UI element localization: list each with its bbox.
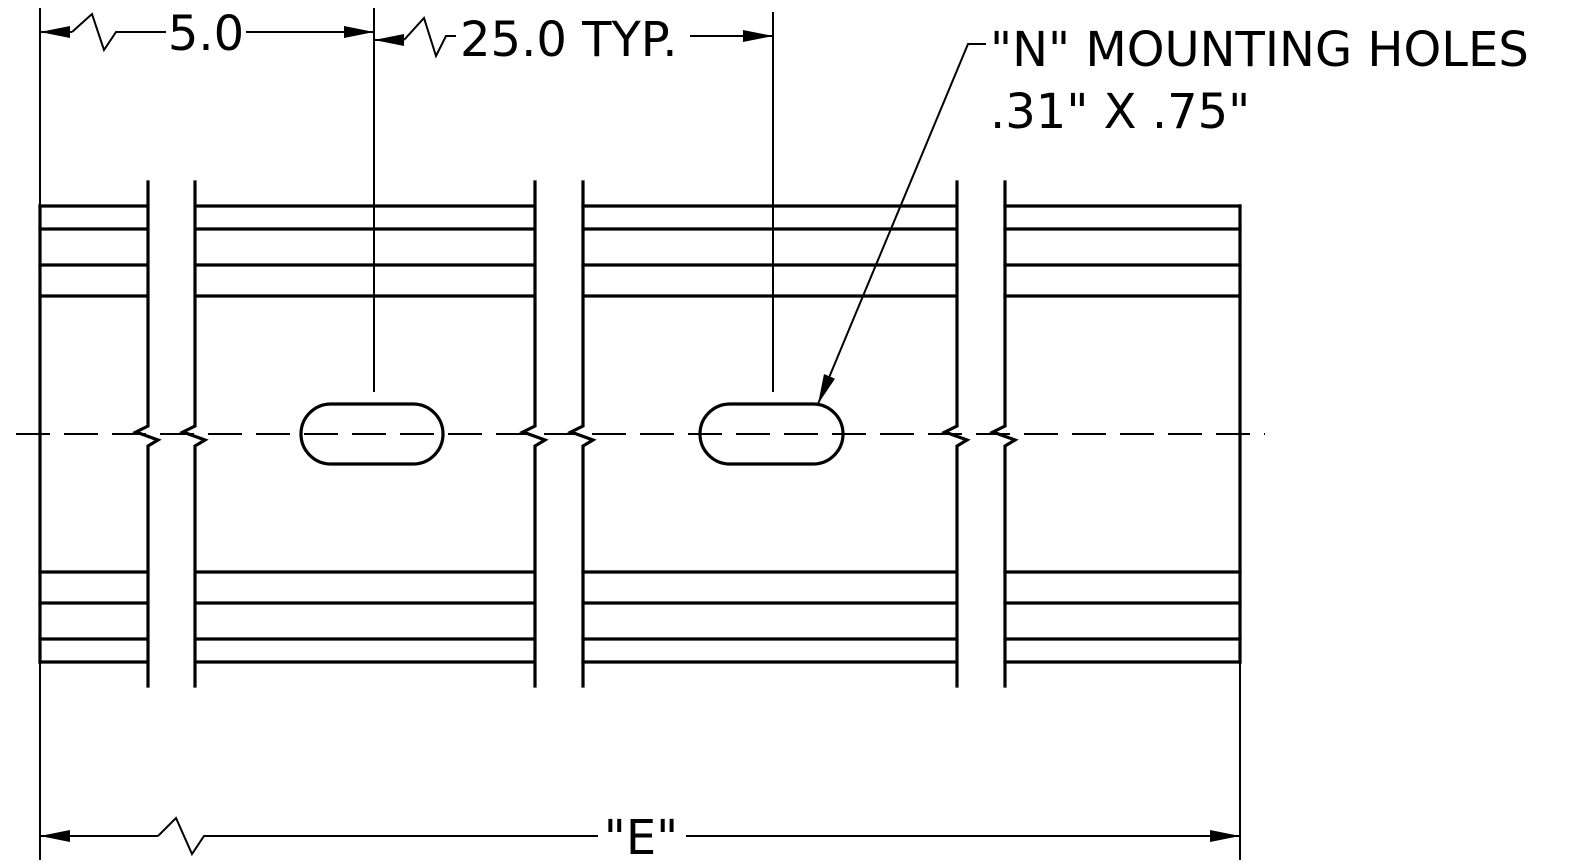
break-lines (131, 180, 1019, 688)
mounting-holes-leader: "N" MOUNTING HOLES .31" X .75" (817, 22, 1529, 405)
dimension-first-hole-offset: 5.0 (40, 6, 374, 62)
mounting-slot (299, 402, 445, 466)
mounting-slot (698, 402, 845, 466)
dimension-label-spacing: 25.0 TYP. (460, 12, 678, 68)
callout-line-1: "N" MOUNTING HOLES (990, 22, 1529, 78)
extension-lines (39, 8, 1241, 860)
mounting-holes (299, 402, 845, 466)
callout-line-2: .31" X .75" (990, 84, 1250, 140)
dimension-label-overall: "E" (604, 810, 678, 866)
dimension-hole-spacing: 25.0 TYP. (374, 12, 773, 68)
rail-bottom-flange (38, 570, 1242, 664)
rail-top-flange (38, 204, 1242, 298)
dimension-overall-length: "E" (40, 810, 1240, 866)
dimension-label-offset: 5.0 (168, 6, 244, 62)
